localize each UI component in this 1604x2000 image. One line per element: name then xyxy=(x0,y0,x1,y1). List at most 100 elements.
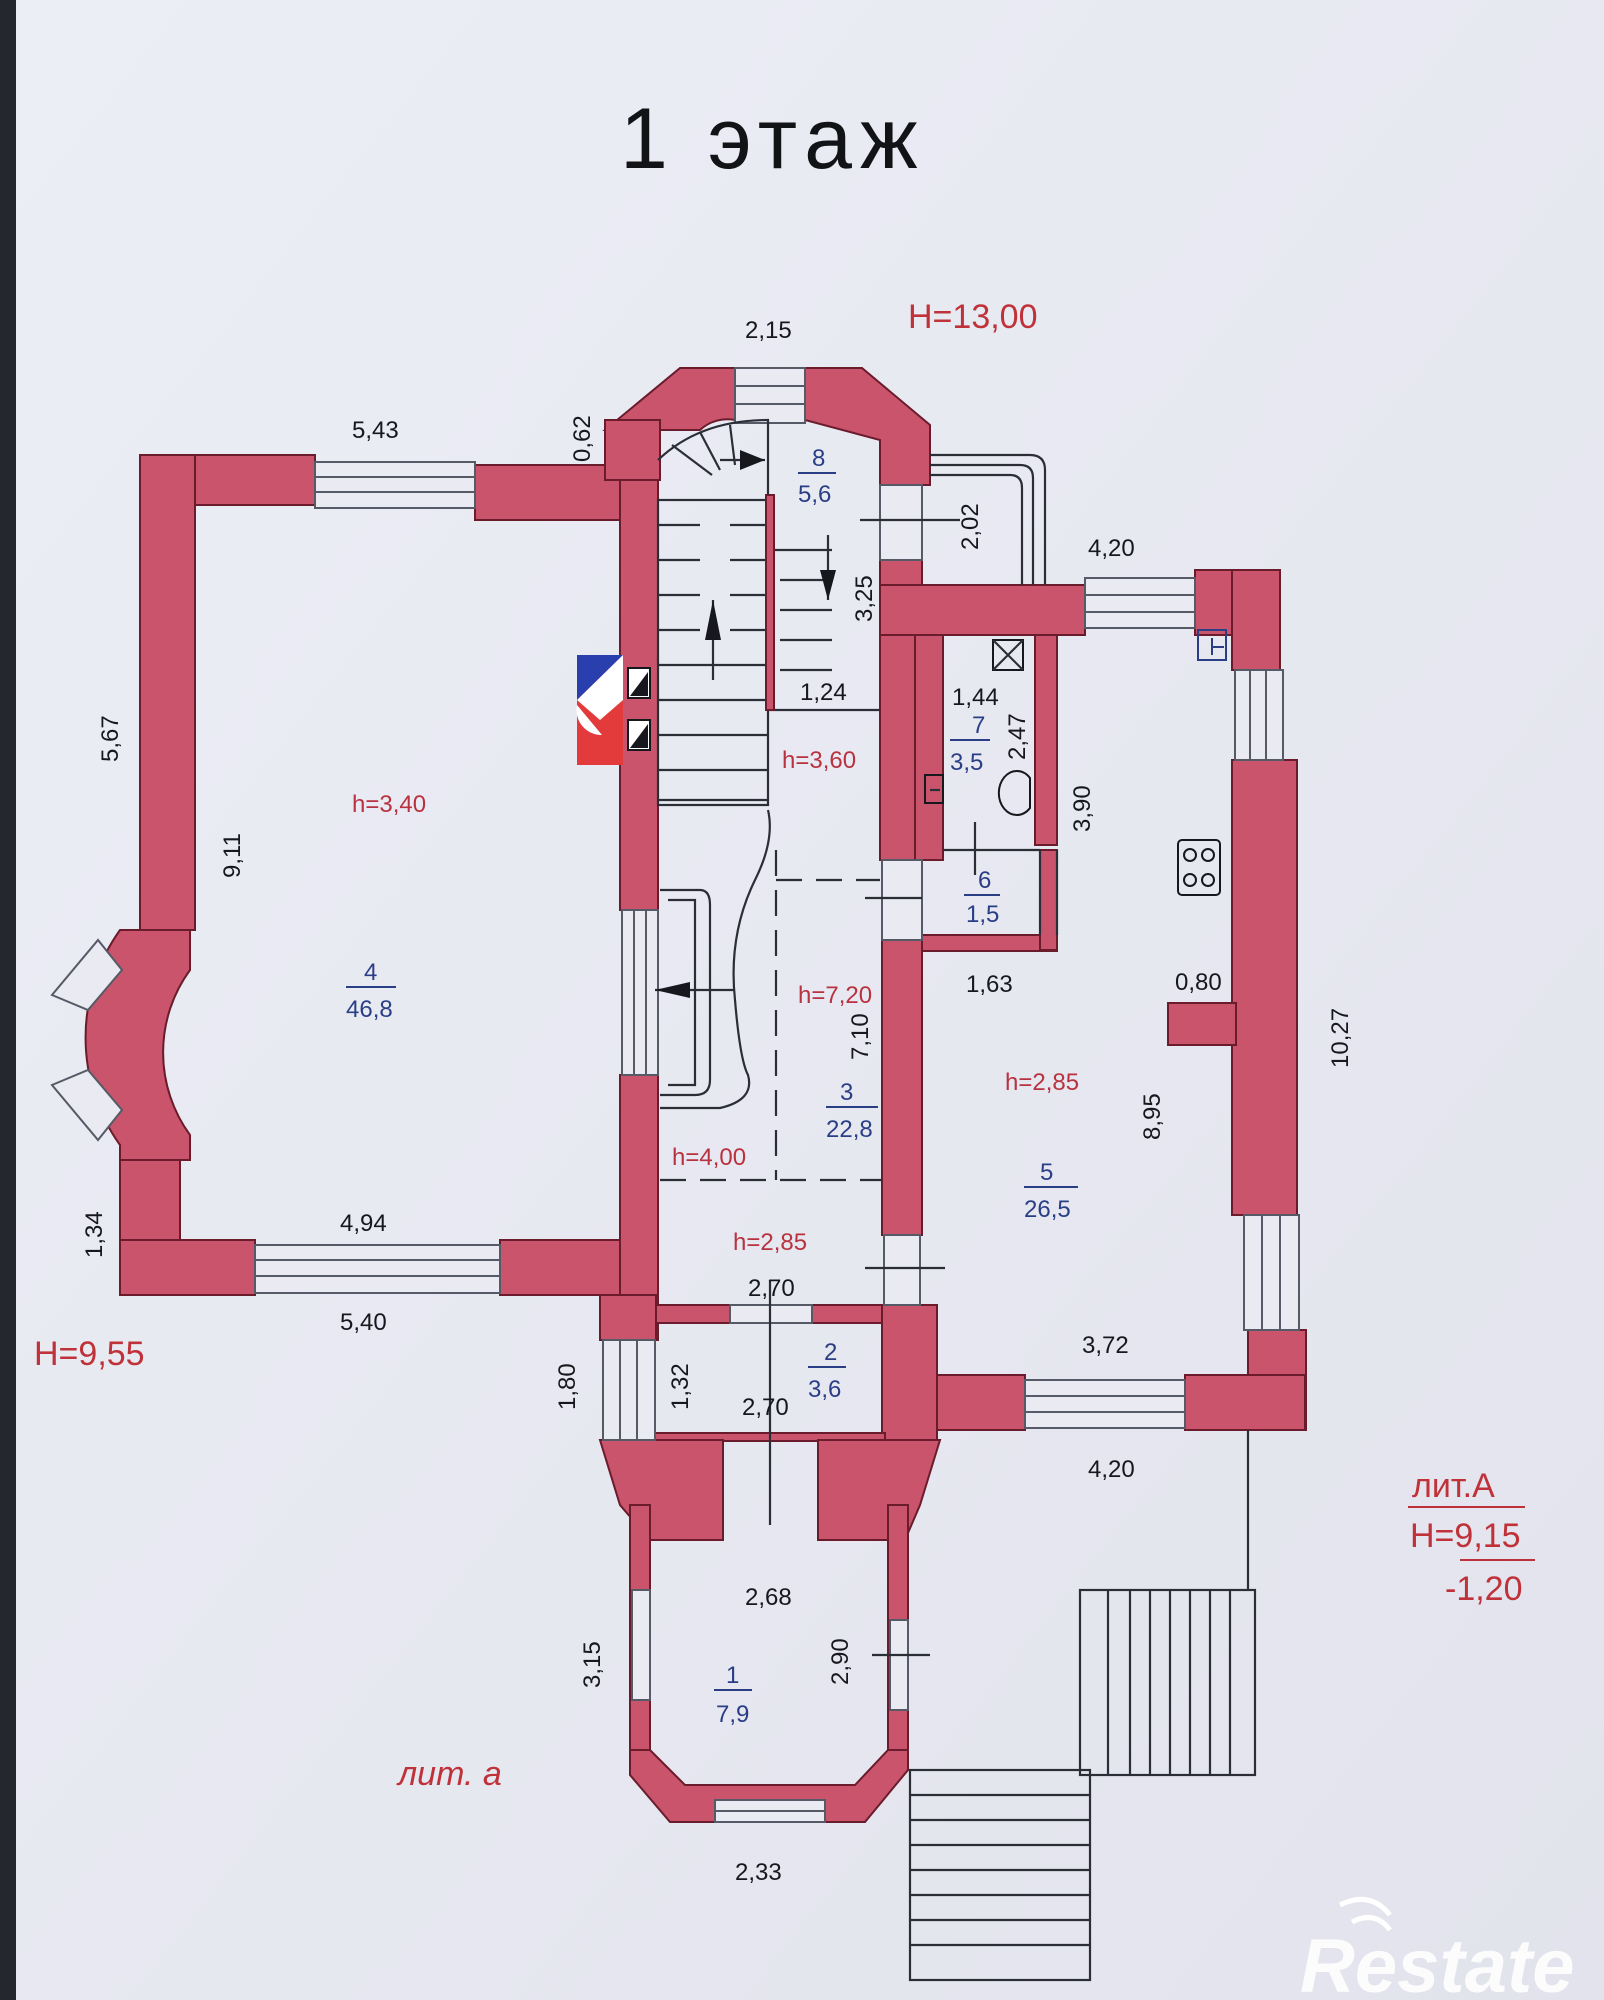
window-spine xyxy=(621,909,659,1076)
wall-porch-bottom xyxy=(629,1749,909,1823)
toilet-icon xyxy=(997,770,1031,816)
fireplace-icon xyxy=(576,655,623,765)
door-hall-kitchen xyxy=(883,1234,921,1306)
wall-wc-left xyxy=(914,634,944,861)
room-8-number: 8 xyxy=(812,445,825,472)
dim-stair-landing: 1,24 xyxy=(800,679,847,706)
window-vestibule xyxy=(602,1339,656,1441)
room-7-number: 7 xyxy=(972,712,985,739)
wall-kitchen-right-mid xyxy=(1231,759,1298,1216)
room-3-number: 3 xyxy=(840,1079,853,1106)
level-mark-top: H=13,00 xyxy=(908,298,1038,336)
wall-room4-top-right xyxy=(474,464,621,521)
dim-room8-width: 2,02 xyxy=(957,503,984,550)
dim-tower-side: 0,62 xyxy=(569,415,596,462)
dim-room3-length: 7,10 xyxy=(847,1013,874,1060)
room-1-area: 7,9 xyxy=(716,1701,749,1728)
restate-watermark: Restate xyxy=(1300,1896,1575,2000)
dim-room4-inner-left: 9,11 xyxy=(219,833,246,878)
height-room4: h=3,40 xyxy=(352,791,426,818)
window-stair-tower-top xyxy=(734,367,806,424)
paper xyxy=(14,0,1604,2000)
room-5-number: 5 xyxy=(1040,1159,1053,1186)
window-room4-top xyxy=(314,461,476,509)
room-3-area: 22,8 xyxy=(826,1116,873,1143)
wall-stair-tower-left xyxy=(604,419,661,481)
window-kitchen-bottom xyxy=(1024,1379,1186,1429)
level-mark-left: H=9,55 xyxy=(34,1335,145,1373)
window-bay-lower xyxy=(50,1068,124,1142)
room-2-number: 2 xyxy=(824,1339,837,1366)
height-hall: h=2,85 xyxy=(733,1229,807,1256)
dim-stair-tower-top: 2,15 xyxy=(745,317,792,344)
door-room8 xyxy=(879,484,923,561)
room-6-area: 1,5 xyxy=(966,901,999,928)
room-7-area: 3,5 xyxy=(950,749,983,776)
stairs-porch-bottom xyxy=(908,1768,1092,1982)
watermark-text: Restate xyxy=(1300,1924,1575,2000)
dim-bay-left: 1,34 xyxy=(81,1211,108,1258)
wall-room2-left xyxy=(599,1294,657,1341)
dim-kitchen-top: 4,20 xyxy=(1088,535,1135,562)
dim-room4-outer-bottom: 5,40 xyxy=(340,1309,387,1336)
wall-room4-bottom-left xyxy=(119,1239,256,1296)
dim-room5-upper: 3,90 xyxy=(1069,785,1096,832)
dim-vestibule-outer: 1,80 xyxy=(554,1363,581,1410)
dim-room4-top: 5,43 xyxy=(352,417,399,444)
room-4-area: 46,8 xyxy=(346,996,393,1023)
wall-room6-bottom xyxy=(921,934,1058,952)
window-bay-upper xyxy=(50,938,124,1012)
sink-icon xyxy=(924,774,944,804)
room-1-number: 1 xyxy=(726,1662,739,1689)
dim-room5-bottom-inner: 3,72 xyxy=(1082,1332,1129,1359)
wall-partition-080 xyxy=(1167,1002,1237,1046)
wall-hall-bottom-left xyxy=(654,1304,731,1324)
dim-porch-bottom: 2,33 xyxy=(735,1859,782,1886)
stairs-porch-right xyxy=(1078,1588,1257,1777)
window-porch-right xyxy=(889,1619,909,1711)
height-room5: h=2,85 xyxy=(1005,1069,1079,1096)
wall-room2-right xyxy=(881,1304,938,1441)
interior-lines xyxy=(655,418,1257,1982)
dim-room2-width: 2,70 xyxy=(742,1394,789,1421)
wall-kitchen-top-left xyxy=(879,584,1086,636)
dim-porch-depth: 2,90 xyxy=(827,1638,854,1685)
room-labels: 1 7,9 2 3,6 3 22,8 4 46,8 5 26,5 6 1,5 7… xyxy=(346,445,1078,1728)
dim-room4-outer-left: 5,67 xyxy=(97,715,124,762)
wall-room6-right xyxy=(1039,849,1058,951)
room-4-number: 4 xyxy=(364,959,377,986)
dim-room8-depth: 3,25 xyxy=(851,575,878,622)
walls xyxy=(50,367,1307,1823)
stair-curve xyxy=(660,888,712,1097)
room-5-area: 26,5 xyxy=(1024,1196,1071,1223)
lit-a-depth: -1,20 xyxy=(1445,1570,1523,1608)
dim-porch-width: 2,68 xyxy=(745,1584,792,1611)
stove-icon xyxy=(1177,839,1221,896)
room-8-area: 5,6 xyxy=(798,481,831,508)
wall-wc-right xyxy=(1034,634,1058,846)
height-stair-low: h=4,00 xyxy=(672,1144,746,1171)
wall-kitchen-right-upper xyxy=(1231,569,1281,671)
dim-room5-length: 8,95 xyxy=(1139,1093,1166,1140)
windows xyxy=(254,367,1300,1823)
dim-room7-width: 1,44 xyxy=(952,684,999,711)
wall-kitchen-bottom-right xyxy=(1184,1374,1306,1431)
wall-room4-left-upper xyxy=(139,454,196,931)
dim-kitchen-outer: 10,27 xyxy=(1327,1008,1354,1068)
window-kitchen-right-upper xyxy=(1234,669,1284,761)
door-room6 xyxy=(881,859,923,941)
dim-room4-inner-bottom: 4,94 xyxy=(340,1210,387,1237)
dim-partition: 0,80 xyxy=(1175,969,1222,996)
room-6-number: 6 xyxy=(978,867,991,894)
lit-a-lower: лит. а xyxy=(396,1755,502,1793)
dim-corridor: 1,63 xyxy=(966,971,1013,998)
room-2-area: 3,6 xyxy=(808,1376,841,1403)
dim-room5-bottom-outer: 4,20 xyxy=(1088,1456,1135,1483)
restate-logo-icon xyxy=(1338,1896,1392,1917)
tower-railing xyxy=(930,453,1047,585)
window-kitchen-top xyxy=(1084,577,1196,629)
dim-porch-outer: 3,15 xyxy=(579,1641,606,1688)
wall-kitchen-bottom-left xyxy=(934,1374,1026,1431)
dim-hall-width: 2,70 xyxy=(748,1275,795,1302)
height-stair-top: h=3,60 xyxy=(782,747,856,774)
